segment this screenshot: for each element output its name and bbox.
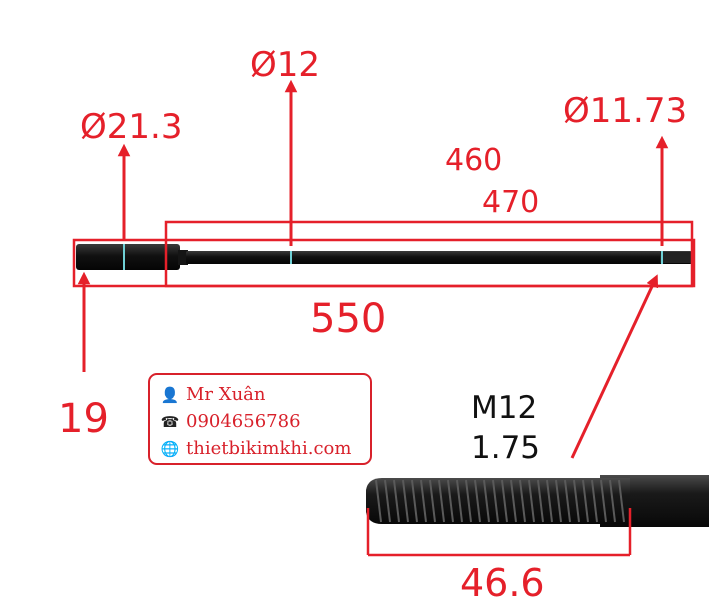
contact-card: 👤 Mr Xuân ☎ 0904656786 🌐 thietbikimkhi.c… — [148, 373, 372, 465]
label-length-470: 470 — [482, 185, 539, 220]
thread-detail — [366, 475, 709, 557]
thread-ridge — [474, 479, 481, 523]
rod-tip — [660, 252, 692, 263]
thread-ridge — [375, 479, 382, 523]
label-dia-head: Ø21.3 — [80, 107, 182, 147]
thread-ridge — [546, 479, 553, 523]
thread-ridge — [609, 479, 616, 523]
thread-ridge — [618, 479, 625, 523]
thread-ridge — [537, 479, 544, 523]
thread-ridges — [375, 479, 625, 523]
thread-ridge — [420, 479, 427, 523]
phone-icon: ☎ — [160, 412, 180, 431]
dim-box-470 — [164, 220, 694, 288]
thread-ridge — [492, 479, 499, 523]
thread-ridge — [528, 479, 535, 523]
arrow-thread-detail — [570, 274, 659, 459]
contact-phone-row[interactable]: ☎ 0904656786 — [160, 408, 360, 435]
thread-ridge — [519, 479, 526, 523]
contact-name: Mr Xuân — [186, 384, 266, 405]
thread-ridge — [582, 479, 589, 523]
label-head-length: 19 — [58, 396, 109, 442]
rod-shaft — [186, 251, 692, 264]
thread-ridge — [411, 479, 418, 523]
thread-ridge — [384, 479, 391, 523]
thread-ridge — [465, 479, 472, 523]
person-icon: 👤 — [160, 385, 180, 404]
thread-ridge — [402, 479, 409, 523]
label-thread-spec: M12 — [471, 390, 537, 426]
globe-icon: 🌐 — [160, 439, 180, 458]
contact-phone[interactable]: 0904656786 — [186, 411, 301, 432]
label-dia-shaft: Ø12 — [250, 45, 320, 85]
thread-ridge — [456, 479, 463, 523]
thread-ridge — [564, 479, 571, 523]
thread-ridge — [438, 479, 445, 523]
rod — [76, 244, 692, 270]
label-thread-pitch: 1.75 — [471, 430, 540, 466]
label-dia-thread: Ø11.73 — [563, 91, 687, 131]
contact-website[interactable]: thietbikimkhi.com — [186, 438, 352, 459]
thread-ridge — [591, 479, 598, 523]
rod-collar — [178, 250, 188, 265]
dimension-arrows — [77, 79, 669, 459]
thread-ridge — [510, 479, 517, 523]
thread-ridge — [483, 479, 490, 523]
contact-name-row: 👤 Mr Xuân — [160, 381, 360, 408]
label-length-460: 460 — [445, 143, 502, 178]
thread-ridge — [555, 479, 562, 523]
label-thread-length: 46.6 — [460, 561, 545, 603]
thread-ridge — [429, 479, 436, 523]
thread-ridge — [393, 479, 400, 523]
thread-ridge — [447, 479, 454, 523]
thread-ridge — [573, 479, 580, 523]
rod-head — [76, 244, 180, 270]
label-total-length: 550 — [310, 296, 386, 342]
thread-ridge — [600, 479, 607, 523]
thread-ridge — [501, 479, 508, 523]
contact-website-row[interactable]: 🌐 thietbikimkhi.com — [160, 435, 360, 462]
